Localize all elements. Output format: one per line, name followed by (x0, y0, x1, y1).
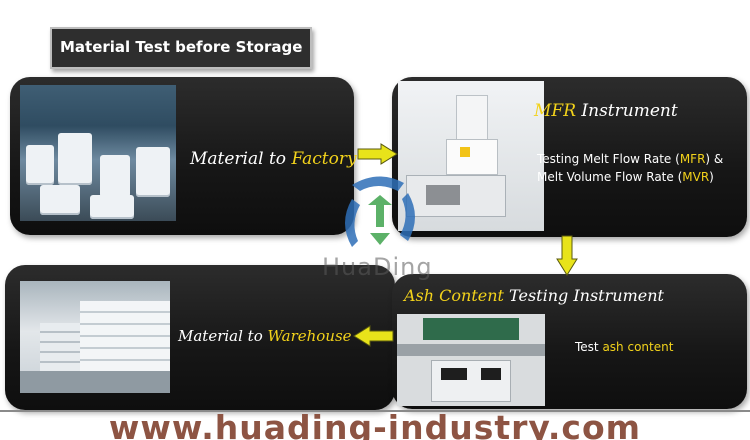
warehouse-caption-text: Material to (178, 327, 268, 345)
arrow-down-icon (556, 235, 578, 276)
step-mfr-panel: MFR Instrument Testing Melt Flow Rate (M… (392, 77, 747, 237)
ash-description: Test ash content (575, 338, 673, 356)
ash-heading-highlight: Ash Content (404, 286, 504, 305)
page-title: Material Test before Storage (50, 27, 312, 69)
ash-instrument-photo (397, 314, 545, 406)
factory-caption: Material to Factory (190, 149, 357, 169)
mfr-description: Testing Melt Flow Rate (MFR) & Melt Volu… (537, 150, 723, 186)
footer-divider (0, 410, 750, 412)
warehouse-caption-highlight: Warehouse (267, 327, 352, 345)
mfr-heading-highlight: MFR (534, 101, 577, 121)
factory-photo (20, 85, 176, 221)
mfr-line2-pre: Melt Volume Flow Rate ( (537, 170, 683, 184)
mfr-line1-pre: Testing Melt Flow Rate ( (537, 152, 680, 166)
mfr-instrument-photo (398, 81, 544, 231)
factory-caption-text: Material to (190, 149, 292, 169)
mfr-heading: MFR Instrument (534, 101, 678, 121)
mfr-heading-text: Instrument (576, 101, 678, 121)
huading-logo-text: HuaDing (322, 253, 433, 281)
step-warehouse-panel: Material to Warehouse (5, 265, 395, 410)
mfr-line-2: Melt Volume Flow Rate (MVR) (537, 168, 723, 186)
mfr-line-1: Testing Melt Flow Rate (MFR) & (537, 150, 723, 168)
warehouse-caption: Material to Warehouse (178, 327, 352, 345)
step-ash-panel: Ash Content Testing Instrument Test ash … (392, 274, 747, 409)
huading-logo-icon (345, 176, 415, 247)
arrow-left-icon (353, 325, 394, 347)
footer-website-link[interactable]: www.huading-industry.com (108, 408, 642, 440)
step-factory-panel: Material to Factory (10, 77, 357, 235)
ash-heading-text: Testing Instrument (503, 286, 664, 305)
arrow-right-icon (357, 143, 398, 165)
ash-desc-pre: Test (575, 340, 603, 354)
ash-desc-hl: ash content (602, 340, 674, 354)
mfr-line2-hl: MVR (682, 170, 710, 184)
mfr-line2-post: ) (709, 170, 714, 184)
mfr-line1-hl: MFR (679, 152, 706, 166)
factory-caption-highlight: Factory (291, 149, 357, 169)
ash-heading: Ash Content Testing Instrument (404, 286, 664, 305)
warehouse-photo (20, 281, 170, 393)
mfr-line1-post: ) & (705, 152, 724, 166)
